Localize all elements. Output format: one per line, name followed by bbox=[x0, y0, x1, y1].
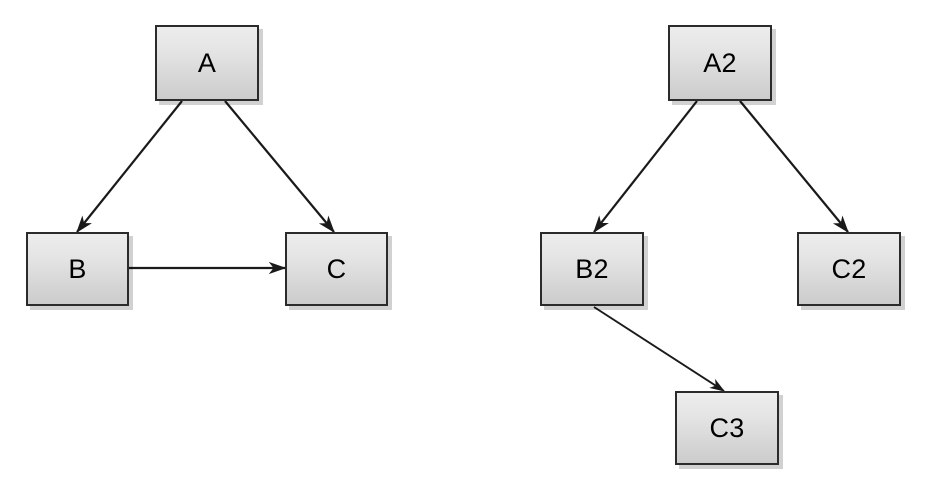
node-c3-label: C3 bbox=[709, 412, 745, 443]
node-b2[interactable]: B2 bbox=[540, 232, 644, 306]
node-c-label: C bbox=[326, 253, 347, 284]
edge-a2-to-b2 bbox=[593, 100, 698, 234]
edge-a-to-c bbox=[224, 100, 335, 234]
node-a-label: A bbox=[197, 47, 217, 78]
node-b2-label: B2 bbox=[575, 253, 609, 284]
node-c[interactable]: C bbox=[285, 232, 388, 306]
edge-a-to-b bbox=[76, 100, 183, 234]
node-b-label: B bbox=[68, 253, 87, 284]
edge-a2-to-c2 bbox=[739, 100, 849, 234]
node-c3[interactable]: C3 bbox=[675, 391, 779, 465]
node-c2[interactable]: C2 bbox=[797, 232, 901, 306]
node-c2-label: C2 bbox=[831, 253, 867, 284]
node-a[interactable]: A bbox=[155, 25, 259, 101]
node-b[interactable]: B bbox=[26, 232, 129, 306]
edge-b2-to-c3 bbox=[593, 306, 725, 392]
node-a2[interactable]: A2 bbox=[668, 25, 772, 101]
node-a2-label: A2 bbox=[703, 47, 737, 78]
